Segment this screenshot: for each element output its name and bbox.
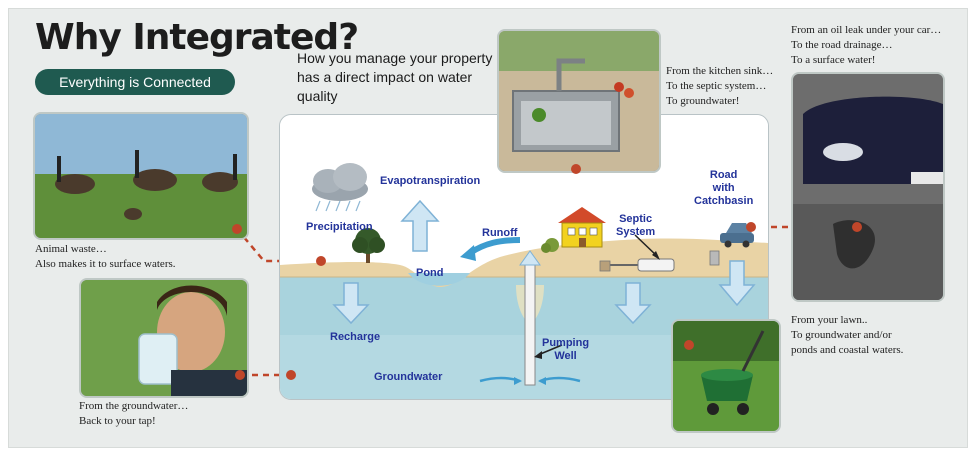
label-septic-line1: Septic [619, 213, 653, 225]
caption-animal: Animal waste… Also makes it to surface w… [35, 242, 176, 272]
house-icon [558, 207, 606, 248]
connector-dot-lawn [684, 340, 694, 350]
subtitle-badge: Everything is Connected [35, 69, 235, 95]
intro-text: How you manage your property has a direc… [297, 50, 493, 104]
catchbasin-icon [709, 250, 720, 266]
label-road-line3: Catchbasin [694, 195, 754, 207]
caption-animal-line2: Also makes it to surface waters. [35, 258, 176, 270]
label-pumping-line1: Pumping [542, 337, 590, 349]
label-septic-system: Septic System [616, 213, 655, 239]
label-precipitation: Precipitation [306, 221, 373, 233]
label-pumping-line2: Well [554, 350, 577, 362]
cloud-icon [312, 163, 368, 212]
caption-tap: From the groundwater… Back to your tap! [79, 399, 188, 429]
septic-leach-arrow-icon [614, 282, 652, 325]
caption-kitchen-line3: To groundwater! [666, 95, 740, 107]
caption-car-line3: To a surface water! [791, 54, 876, 66]
caption-tap-line1: From the groundwater… [79, 400, 189, 412]
recharge-arrow-icon [332, 282, 370, 325]
caption-kitchen-line2: To the septic system… [666, 80, 767, 92]
boy-illustration [81, 280, 247, 396]
label-septic-line2: System [616, 226, 656, 238]
pumping-well-icon [516, 250, 544, 386]
connector-dot-diagram-tap [286, 370, 296, 380]
page-title: Why Integrated? [35, 17, 359, 58]
caption-kitchen: From the kitchen sink… To the septic sys… [666, 64, 773, 109]
poster: Why Integrated? Everything is Connected … [8, 8, 968, 448]
photo-kitchen-sink [497, 29, 661, 173]
road-drain-arrow-icon [718, 260, 756, 307]
label-road-catchbasin: Road with Catchbasin [694, 169, 753, 208]
photo-lawn-spreader [671, 319, 781, 433]
label-road-line1: Road [709, 169, 738, 181]
septic-tank-icon [599, 258, 675, 272]
photo-boy-drinking [79, 278, 249, 398]
caption-car-line1: From an oil leak under your car… [791, 24, 942, 36]
connector-dot-diagram-car [746, 222, 756, 232]
label-recharge: Recharge [330, 331, 381, 343]
label-pumping-well: Pumping Well [542, 337, 589, 363]
label-road-line2: with [712, 182, 735, 194]
tree-icon [352, 228, 385, 263]
pond-water [408, 273, 470, 286]
shrub-icon [541, 238, 559, 253]
car-icon [720, 223, 754, 248]
caption-lawn-line2: To groundwater and/or [791, 329, 892, 341]
photo-geese [33, 112, 249, 240]
caption-kitchen-line1: From the kitchen sink… [666, 65, 774, 77]
label-groundwater: Groundwater [374, 371, 443, 383]
connector-dot-animal [232, 224, 242, 234]
connector-dot-car [852, 222, 862, 232]
caption-lawn-line1: From your lawn.. [791, 314, 868, 326]
caption-lawn: From your lawn.. To groundwater and/or p… [791, 313, 903, 358]
car-illustration [793, 74, 943, 300]
connector-dot-kitchen [571, 164, 581, 174]
kitchen-illustration [499, 31, 659, 171]
caption-tap-line2: Back to your tap! [79, 415, 156, 427]
geese-illustration [35, 114, 247, 238]
connector-dot-diagram-animal [316, 256, 326, 266]
lawn-illustration [673, 321, 779, 431]
label-evapotranspiration: Evapotranspiration [380, 175, 481, 187]
caption-car-line2: To the road drainage… [791, 39, 893, 51]
caption-car: From an oil leak under your car… To the … [791, 23, 941, 68]
label-runoff: Runoff [482, 227, 518, 239]
caption-lawn-line3: ponds and coastal waters. [791, 344, 904, 356]
label-pond: Pond [416, 267, 444, 279]
connector-dot-tap [235, 370, 245, 380]
photo-car-oil-leak [791, 72, 945, 302]
caption-animal-line1: Animal waste… [35, 243, 107, 255]
evapotranspiration-arrow-icon [400, 199, 440, 252]
